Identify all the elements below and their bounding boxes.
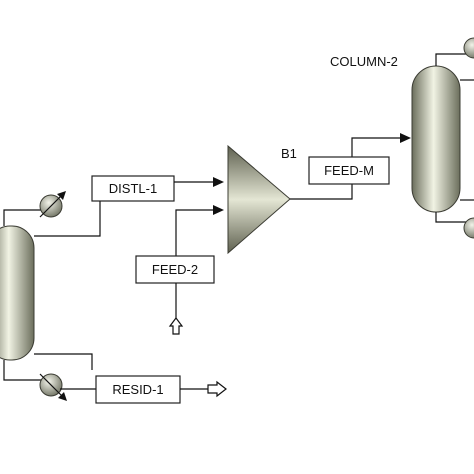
reflux-line (34, 201, 101, 237)
boilup-line (34, 353, 93, 370)
stream-label: FEED-2 (152, 262, 198, 277)
reboiler-arrow-line (39, 373, 64, 398)
feed-2-inlet-arrow-icon[interactable] (168, 317, 184, 335)
stream-label: FEED-M (324, 163, 374, 178)
resid-1-outlet-arrow-icon[interactable] (207, 380, 227, 398)
stream-label: RESID-1 (112, 382, 163, 397)
column-2-vessel[interactable] (411, 65, 461, 213)
b1-mixer-block[interactable]: B1 (227, 144, 297, 255)
column-2-overhead-line (435, 53, 466, 66)
mixer-triangle-icon[interactable] (227, 144, 291, 255)
block-label: COLUMN-2 (330, 54, 398, 69)
column-1-overhead-line (3, 209, 44, 226)
condenser-arrow-icon (57, 191, 66, 200)
condenser-arrow-line (39, 193, 64, 218)
stream-label-box[interactable] (91, 175, 175, 202)
stream-resid-1[interactable]: RESID-1 (95, 375, 181, 404)
feed-m-arrow-icon (400, 133, 411, 143)
stream-label-box[interactable] (308, 156, 390, 185)
reboiler-1[interactable] (39, 373, 67, 401)
stream-label-box[interactable] (135, 255, 215, 284)
stream-label: DISTL-1 (109, 181, 157, 196)
condenser-2-icon[interactable] (463, 37, 474, 59)
column-1-vessel[interactable] (0, 225, 35, 361)
column-2-block[interactable]: COLUMN-2 (330, 54, 461, 213)
distl-1-arrow-icon (213, 177, 224, 187)
column-1-block[interactable] (0, 225, 35, 361)
stream-distl-1[interactable]: DISTL-1 (91, 175, 175, 202)
block-label: B1 (281, 146, 297, 161)
stream-label-box[interactable] (95, 375, 181, 404)
reboiler-2-icon[interactable] (463, 217, 474, 239)
feed-2-line (175, 209, 214, 256)
stream-feed-m[interactable]: FEED-M (308, 156, 390, 185)
reboiler-arrow-icon (58, 392, 67, 401)
condenser-1[interactable] (39, 191, 66, 218)
column-2-bottoms-line (435, 212, 466, 223)
stream-feed-2[interactable]: FEED-2 (135, 255, 215, 284)
feed-2-arrow-icon (213, 205, 224, 215)
column-1-bottoms-line (3, 360, 42, 381)
